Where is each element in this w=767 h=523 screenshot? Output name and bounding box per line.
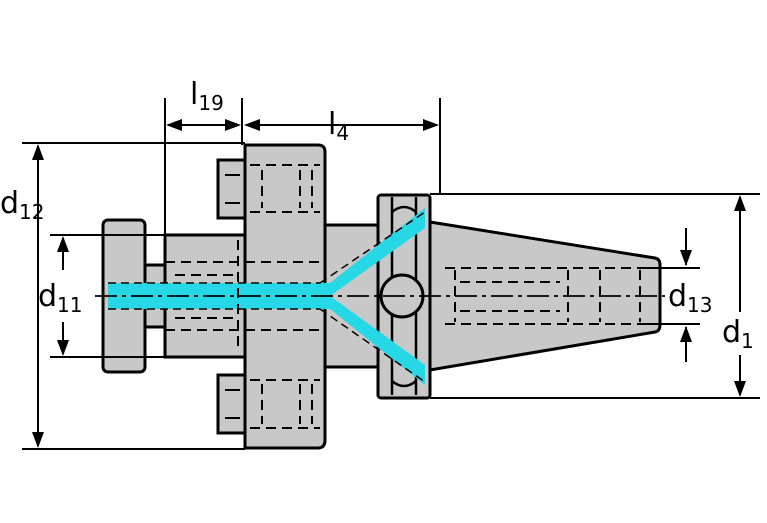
label-d11-main: d [38,279,57,314]
label-d11: d11 [38,279,83,317]
label-d1: d1 [722,315,754,353]
label-d13-sub: 13 [687,293,712,317]
label-d12: d12 [0,186,45,224]
label-d1-main: d [722,315,741,350]
label-l4: l4 [328,107,349,145]
label-l4-sub: 4 [336,121,349,145]
label-d13-main: d [668,279,687,314]
arrowheads [32,119,746,448]
label-d13: d13 [668,279,713,317]
label-d12-sub: 12 [19,200,44,224]
coolant-channel-outline [108,211,426,383]
label-l19-main: l [190,77,198,112]
label-l4-main: l [328,107,336,142]
label-d1-sub: 1 [741,329,754,353]
bolt-details [225,174,240,419]
label-l19: l19 [190,77,224,115]
upper-bolt [216,158,247,220]
dimension-lines [22,98,760,450]
label-d11-sub: 11 [57,293,82,317]
label-d12-main: d [0,186,19,221]
lower-bolt [216,373,247,435]
label-l19-sub: 19 [198,91,223,115]
